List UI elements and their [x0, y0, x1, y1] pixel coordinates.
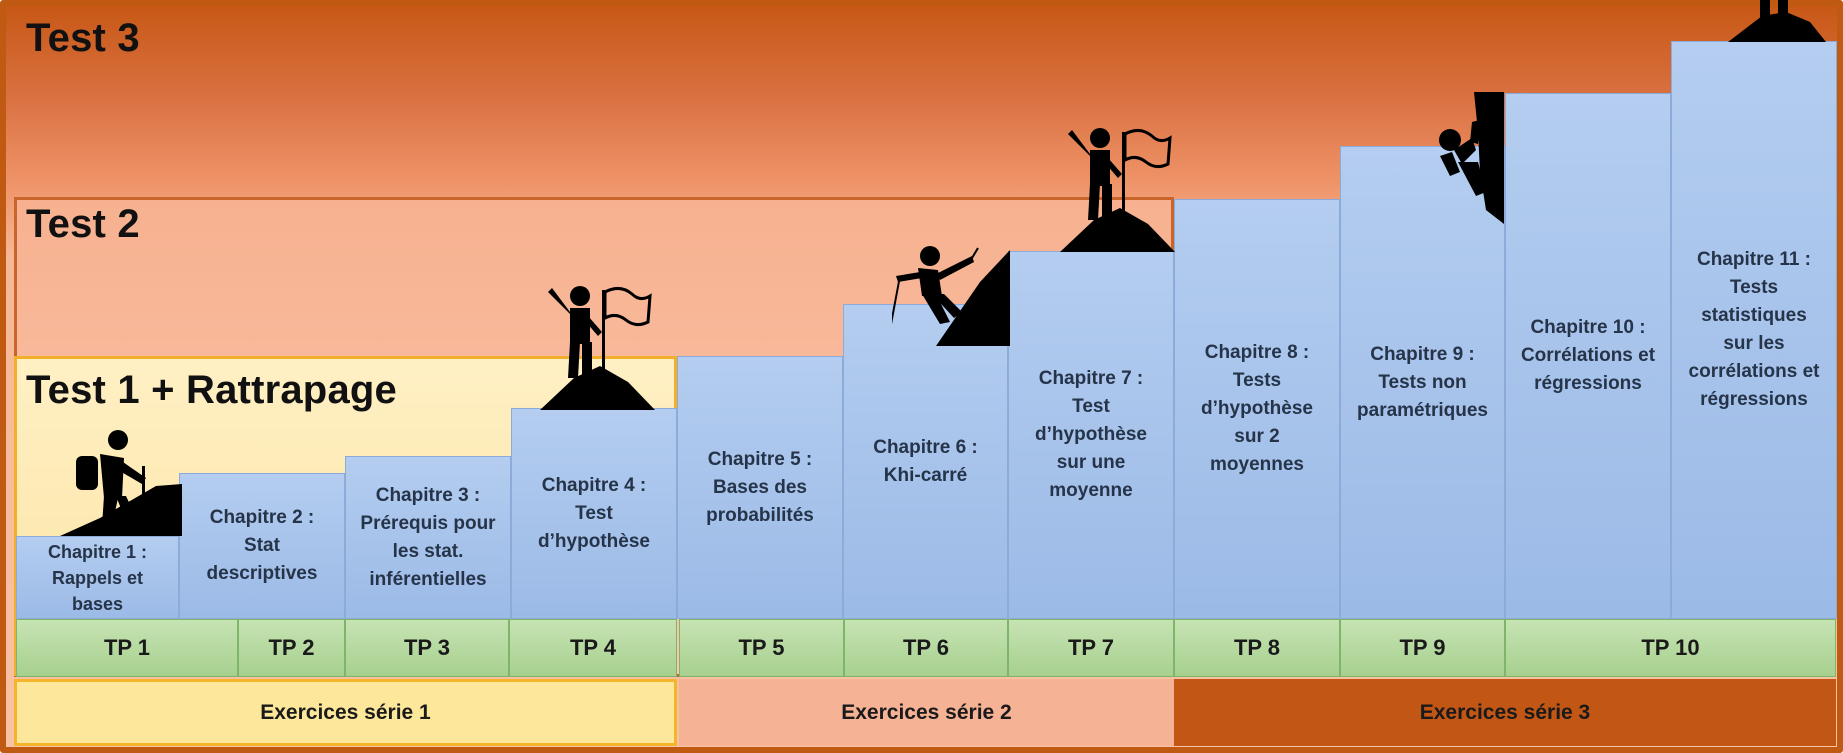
chapter-4-label: Chapitre 4 : Test d’hypothèse — [538, 474, 650, 552]
wall-climber-icon — [1436, 92, 1506, 224]
chapter-5-step[interactable]: Chapitre 5 : Bases des probabilités — [677, 356, 843, 619]
chapter-10-label: Chapitre 10 : Corrélations et régression… — [1520, 317, 1656, 394]
tp-6[interactable]: TP 6 — [844, 619, 1008, 677]
chapter-11-step[interactable]: Chapitre 11 : Tests statistiques sur les… — [1671, 41, 1837, 619]
chapter-7-label: Chapitre 7 : Test d’hypothèse sur une mo… — [1035, 368, 1147, 501]
test3-title: Test 3 — [26, 16, 140, 60]
tp-5[interactable]: TP 5 — [679, 619, 844, 677]
chapter-3-label: Chapitre 3 : Prérequis pour les stat. in… — [360, 484, 496, 590]
chapter-11-label: Chapitre 11 : Tests statistiques sur les… — [1688, 249, 1820, 410]
chapter-8-label: Chapitre 8 : Tests d’hypothèse sur 2 moy… — [1201, 342, 1313, 475]
climber-icon — [892, 246, 1010, 346]
tp-7[interactable]: TP 7 — [1008, 619, 1174, 677]
chapter-5-label: Chapitre 5 : Bases des probabilités — [706, 448, 814, 526]
chapter-6-label: Chapitre 6 : Khi-carré — [873, 436, 978, 486]
chapter-1-label: Chapitre 1 : Rappels et bases — [47, 541, 148, 614]
tp-4[interactable]: TP 4 — [509, 619, 677, 677]
summit-person-icon — [1722, 0, 1832, 42]
chapter-3-step[interactable]: Chapitre 3 : Prérequis pour les stat. in… — [345, 456, 511, 619]
test2-title: Test 2 — [26, 202, 140, 246]
exercises-series-2[interactable]: Exercices série 2 — [679, 679, 1174, 746]
chapter-9-step[interactable]: Chapitre 9 : Tests non paramétriques — [1340, 146, 1505, 619]
summit-flag-icon — [1060, 124, 1175, 252]
exercises-series-1[interactable]: Exercices série 1 — [14, 679, 677, 746]
chapter-1-step[interactable]: Chapitre 1 : Rappels et bases — [16, 536, 179, 619]
tp-8[interactable]: TP 8 — [1174, 619, 1340, 677]
chapter-8-step[interactable]: Chapitre 8 : Tests d’hypothèse sur 2 moy… — [1174, 199, 1340, 619]
chapter-2-label: Chapitre 2 : Stat descriptives — [206, 507, 318, 584]
chapter-9-label: Chapitre 9 : Tests non paramétriques — [1357, 343, 1488, 421]
exercises-series-3[interactable]: Exercices série 3 — [1174, 679, 1836, 746]
tp-9[interactable]: TP 9 — [1340, 619, 1505, 677]
chapter-2-step[interactable]: Chapitre 2 : Stat descriptives — [179, 473, 345, 619]
test1-title: Test 1 + Rattrapage — [26, 368, 397, 412]
tp-10[interactable]: TP 10 — [1505, 619, 1836, 677]
chapter-7-step[interactable]: Chapitre 7 : Test d’hypothèse sur une mo… — [1008, 251, 1174, 619]
tp-1[interactable]: TP 1 — [16, 619, 238, 677]
hiker-icon — [60, 426, 182, 536]
chapter-6-step[interactable]: Chapitre 6 : Khi-carré — [843, 304, 1008, 619]
tp-3[interactable]: TP 3 — [345, 619, 509, 677]
summit-flag-icon — [540, 282, 655, 410]
chapter-4-step[interactable]: Chapitre 4 : Test d’hypothèse — [511, 408, 677, 619]
chapter-10-step[interactable]: Chapitre 10 : Corrélations et régression… — [1505, 93, 1671, 619]
tp-2[interactable]: TP 2 — [238, 619, 345, 677]
